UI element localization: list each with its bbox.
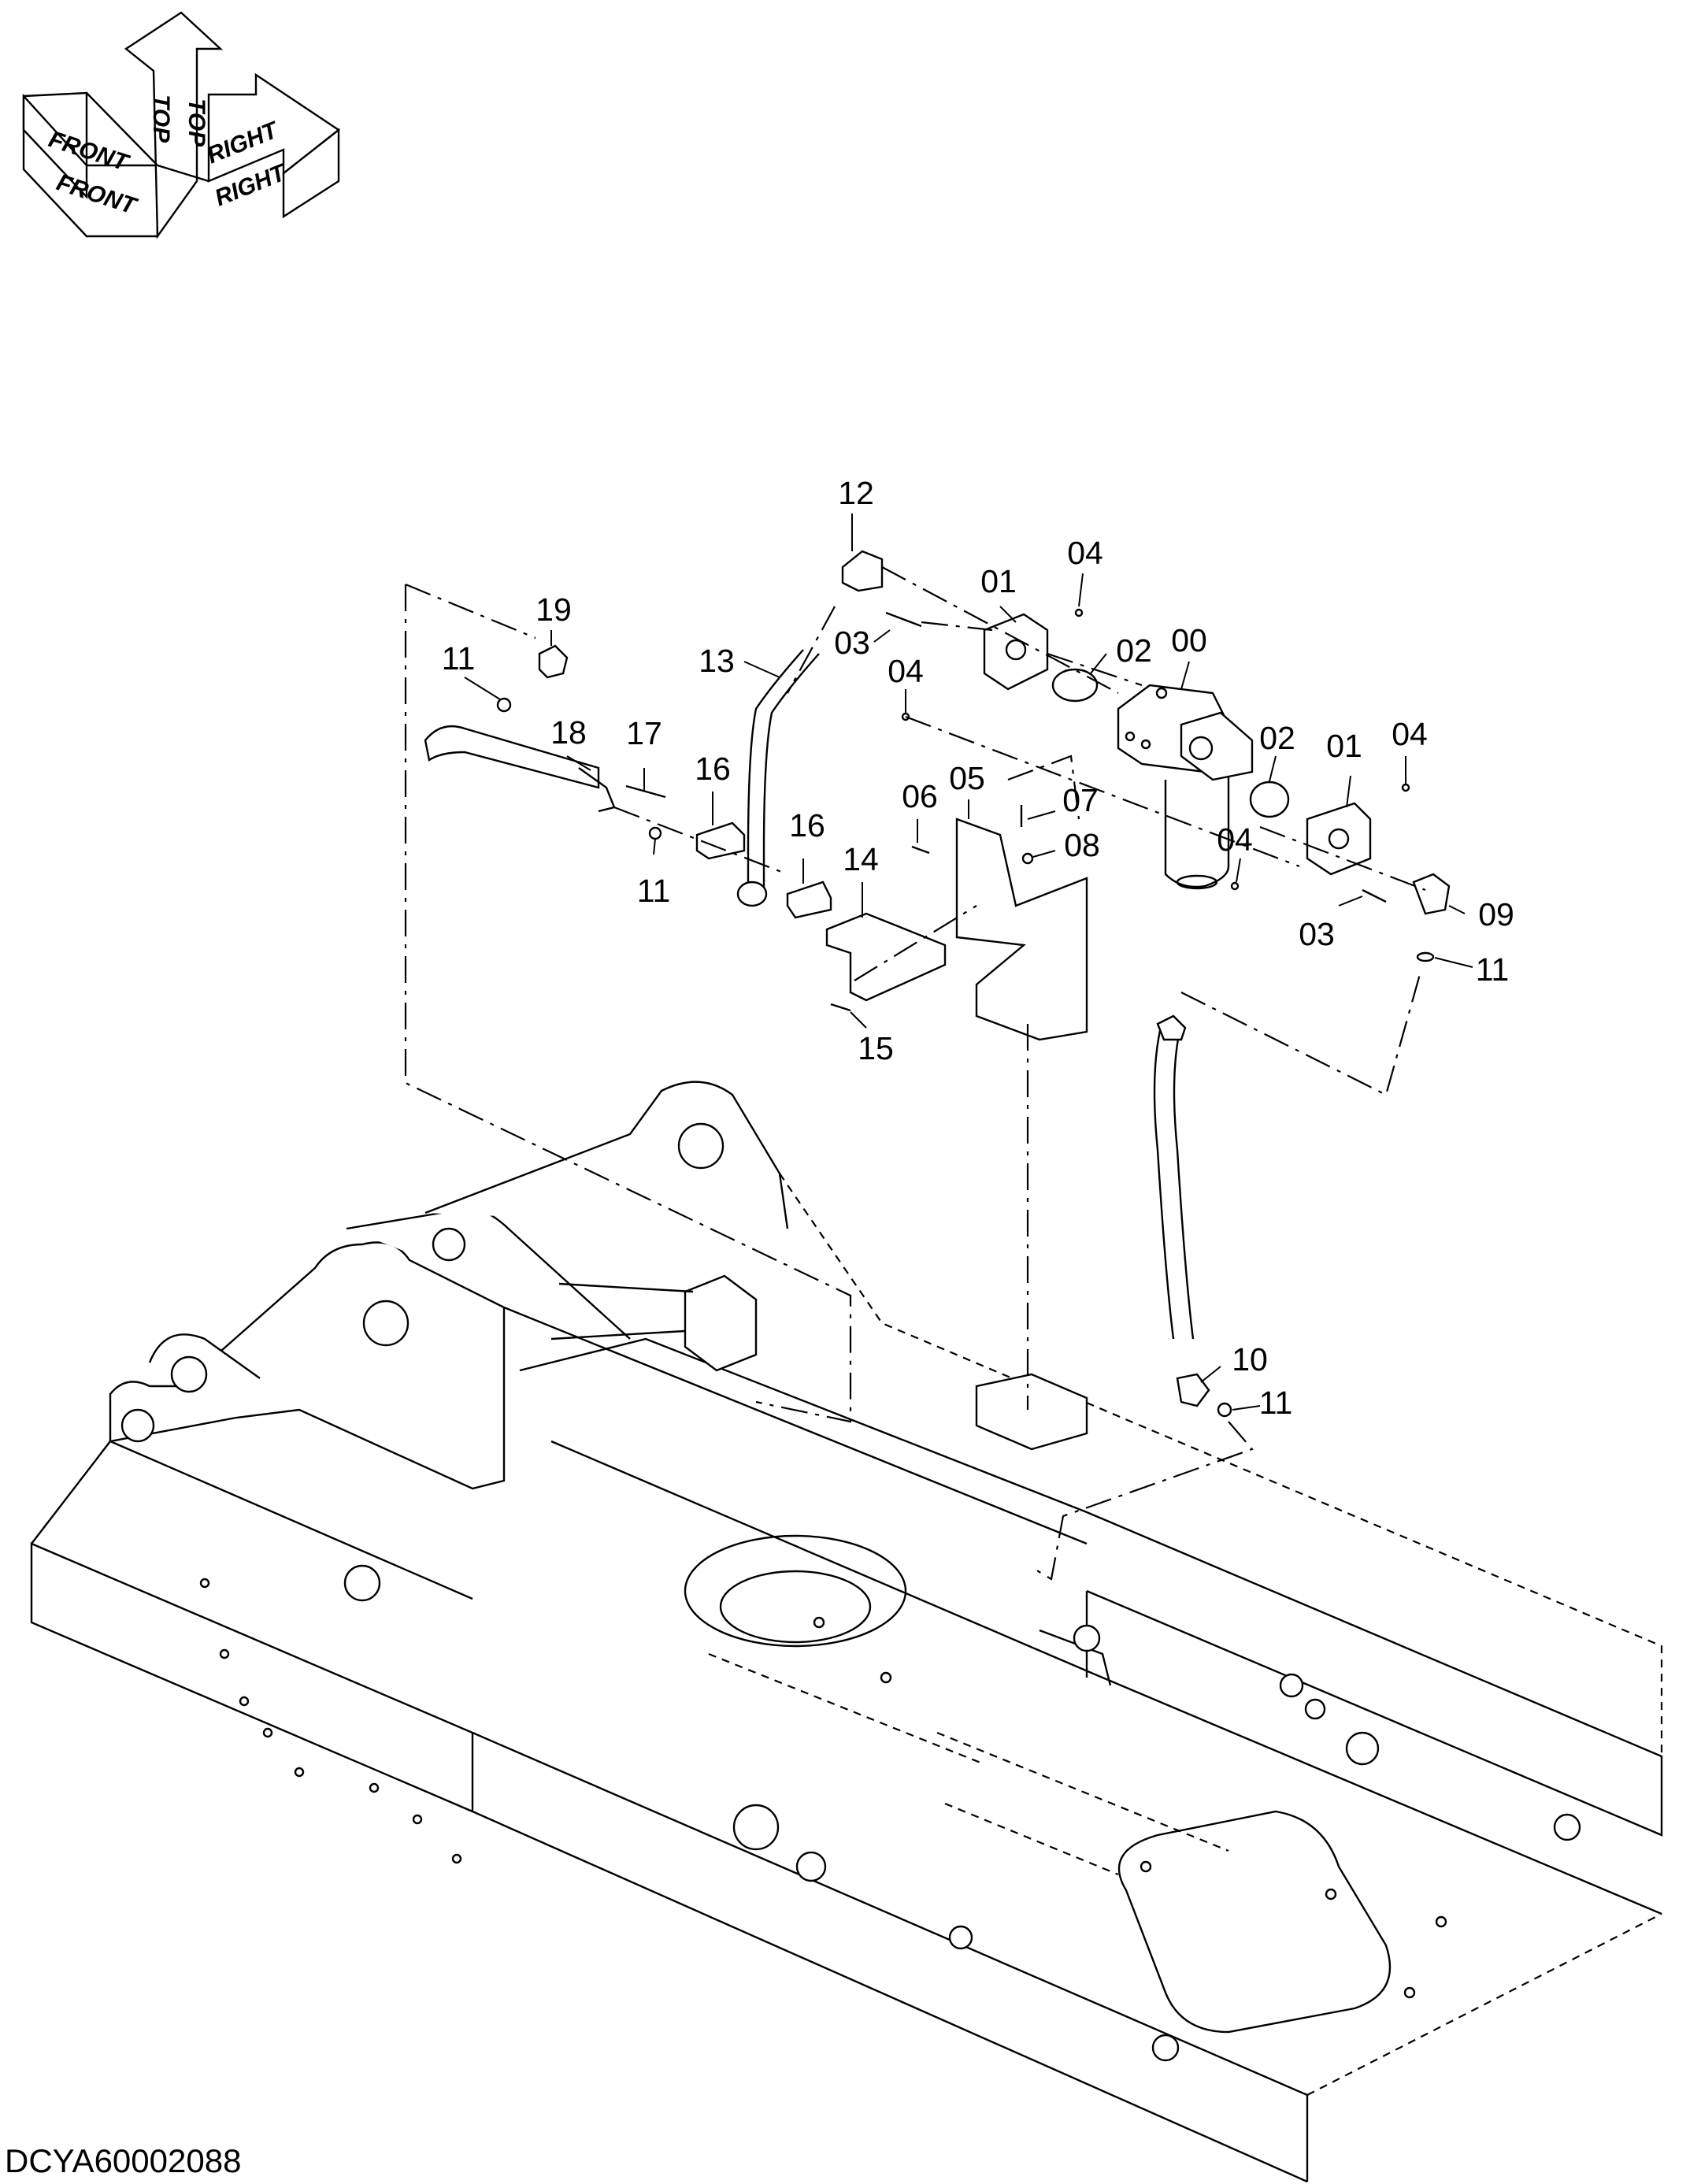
callout-03-left: 03: [834, 625, 870, 661]
callout-04-right: 04: [1392, 716, 1428, 752]
callout-13: 13: [699, 643, 735, 679]
callout-03-right: 03: [1299, 916, 1335, 952]
callout-10: 10: [1232, 1341, 1268, 1378]
callout-05: 05: [949, 760, 985, 796]
callout-11-right: 11: [1476, 951, 1510, 988]
tube-13: [747, 649, 804, 890]
callout-04-lower: 04: [1217, 821, 1253, 858]
callout-labels: 12 01 04 19 13 03 02 00 11 04 18 17 16 0…: [442, 475, 1514, 1421]
callout-11-left: 11: [637, 873, 671, 909]
callout-02-left: 02: [1116, 632, 1152, 669]
callout-02-right: 02: [1259, 720, 1295, 756]
callout-08: 08: [1064, 827, 1100, 863]
callout-16-right: 16: [789, 807, 825, 844]
callout-18: 18: [550, 714, 587, 751]
callout-16-left: 16: [695, 751, 731, 787]
callout-19: 19: [536, 591, 572, 628]
elbow-12: [841, 550, 884, 592]
callout-07: 07: [1062, 782, 1099, 818]
orientation-top-right: TOP: [183, 98, 209, 147]
callout-00: 00: [1171, 622, 1207, 658]
assembly-lines: [404, 566, 1426, 1581]
leader-lines: [464, 514, 1473, 1411]
callout-01-right: 01: [1326, 728, 1362, 764]
callout-06: 06: [902, 778, 938, 814]
callout-01-left: 01: [980, 563, 1017, 599]
hose-10: [1153, 1023, 1175, 1340]
callout-15: 15: [858, 1030, 894, 1066]
upper-frame: [30, 1081, 1663, 2183]
hose-18: [424, 725, 600, 789]
callout-14: 14: [843, 841, 879, 877]
callout-11-bottom: 11: [1259, 1385, 1293, 1421]
callout-09: 09: [1478, 896, 1514, 933]
callout-04-left: 04: [888, 653, 924, 689]
callout-17: 17: [626, 715, 662, 751]
orientation-symbol: FRONT FRONT TOP TOP RIGHT RIGHT: [22, 11, 341, 239]
exploded-components: [424, 550, 1451, 1418]
callout-04-top: 04: [1067, 535, 1103, 571]
orientation-top-left: TOP: [148, 95, 174, 143]
bracket-05: [955, 818, 1088, 1041]
drawing-reference: DCYA60002088: [5, 2142, 241, 2179]
o-ring-right: [1249, 781, 1290, 818]
callout-11-top: 11: [442, 640, 476, 677]
bracket-14: [825, 912, 947, 1002]
callout-12: 12: [838, 475, 874, 511]
o-ring-left: [1051, 668, 1099, 703]
filter-assembly: [1117, 684, 1254, 890]
